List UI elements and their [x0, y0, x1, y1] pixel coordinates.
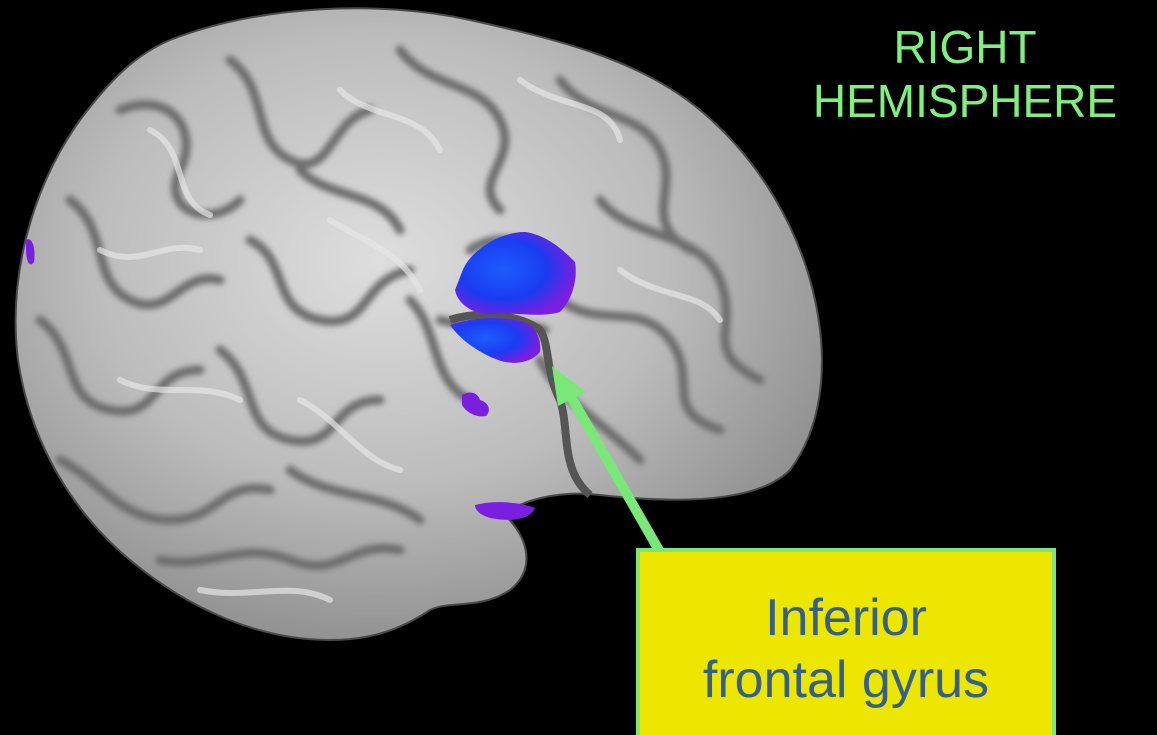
region-label-line2: frontal gyrus [703, 649, 989, 711]
hemisphere-title-line1: RIGHT [770, 20, 1157, 74]
region-label-box: Inferior frontal gyrus [636, 548, 1056, 735]
hemisphere-title-line2: HEMISPHERE [770, 74, 1157, 128]
brain-hemisphere [16, 8, 822, 640]
region-label-line1: Inferior [765, 587, 927, 649]
hemisphere-title: RIGHT HEMISPHERE [770, 20, 1157, 128]
